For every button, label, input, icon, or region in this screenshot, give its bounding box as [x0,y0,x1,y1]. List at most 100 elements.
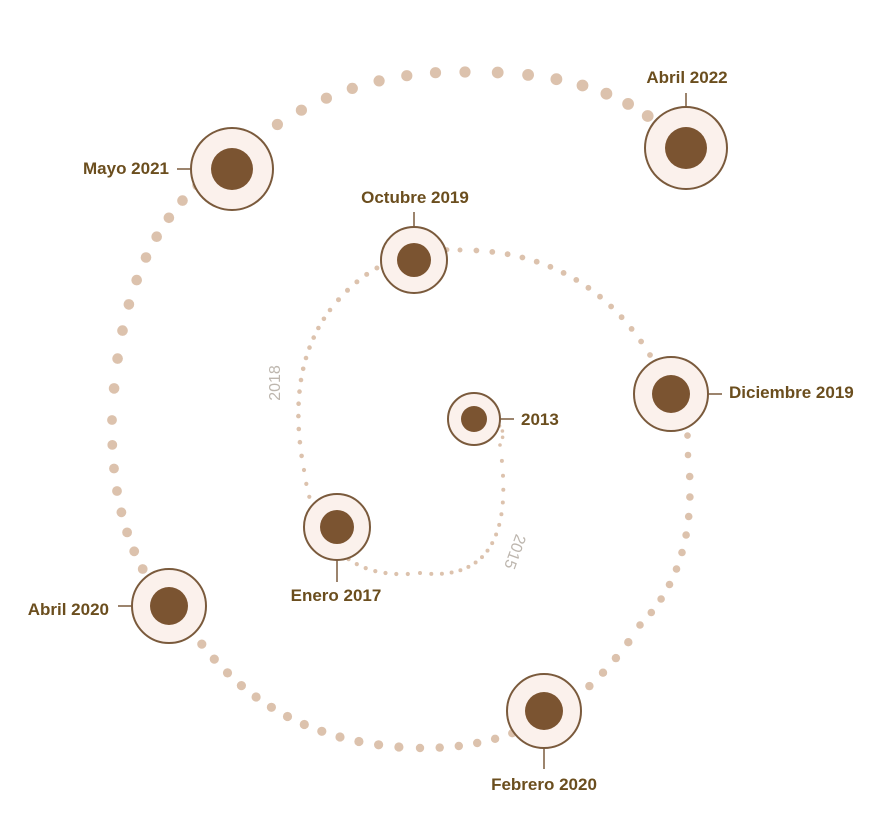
spiral-dot [296,426,302,432]
spiral-dot [497,522,502,527]
spiral-dot [489,249,496,255]
spiral-dot [628,326,635,332]
spiral-dot [501,487,506,492]
spiral-dot [573,277,580,283]
spiral-dot [684,512,693,521]
spiral-dot [608,303,614,310]
event-label: Diciembre 2019 [729,383,854,402]
spiral-dot [597,293,603,300]
spiral-dot [107,440,118,450]
spiral-dot [163,212,175,224]
spiral-dot [636,621,644,629]
spiral-dot [236,681,246,691]
event-enero-2017: Enero 2017 [291,493,382,605]
spiral-dot [500,435,505,440]
spiral-dot [473,247,480,254]
spiral-dot [282,711,293,722]
spiral-dot [298,377,304,383]
spiral-dot [137,564,148,574]
spiral-dot [429,571,434,576]
spiral-dot [647,608,656,617]
spiral-dot [107,415,117,425]
spiral-dot [459,66,471,78]
spiral-dot [177,195,188,206]
spiral-dot [346,82,358,94]
spiral-dot [622,98,634,110]
spiral-dot [682,531,690,539]
spiral-dot [576,79,589,92]
spiral-dot [494,532,499,537]
event-core [461,406,487,432]
event-label: 2013 [521,410,559,429]
spiral-dot [108,383,120,394]
spiral-dot [501,473,505,478]
spiral-dot [116,507,127,518]
spiral-dot [473,738,482,748]
spiral-dot [647,352,653,358]
event-mayo-2021: Mayo 2021 [83,127,274,211]
spiral-dot [299,453,304,459]
spiral-dot [297,389,302,394]
spiral-dot [401,70,413,82]
event-core [211,148,253,190]
spiral-dot [585,284,592,291]
spiral-dot [684,451,692,459]
spiral-dot [449,570,454,575]
event-abril-2022: Abril 2022 [644,68,728,190]
spiral-dot [363,566,368,571]
spiral-dot [672,565,681,573]
spiral-dot [109,463,119,474]
event-abril-2020: Abril 2020 [28,568,207,644]
spiral-dot [222,668,233,678]
spiral-dot [522,69,534,81]
spiral-dot [686,493,694,501]
event-core [150,587,188,625]
spiral-dot [129,546,140,557]
spiral-dot [140,252,152,263]
spiral-dot [641,110,654,122]
spiral-dot [336,297,341,303]
spiral-dot [678,548,686,557]
spiral-dot [480,555,484,560]
year-label-2015: 2015 [500,532,528,571]
spiral-dot [519,254,526,261]
spiral-dot [295,104,307,116]
spiral-dot [560,270,567,276]
spiral-dot [321,316,327,322]
event-label: Abril 2020 [28,600,109,619]
spiral-dot [374,740,384,750]
spiral-dot [373,75,385,87]
spiral-dot [504,251,511,258]
spiral-dot [490,541,495,546]
spiral-dot [624,638,633,647]
event-core [320,510,354,544]
spiral-dot [466,564,471,569]
spiral-dot [327,307,333,313]
event-core [397,243,431,277]
spiral-dot [418,571,422,575]
spiral-dot [533,258,540,265]
spiral-dot [491,66,504,79]
spiral-dot [296,413,301,419]
spiral-dot [131,274,142,286]
spiral-dot [354,562,359,567]
spiral-dot [316,325,321,331]
event-label: Enero 2017 [291,586,382,605]
spiral-dot [307,345,312,350]
event-label: Octubre 2019 [361,188,469,207]
spiral-dot [490,734,500,743]
event-febrero-2020: Febrero 2020 [491,673,597,794]
spiral-dot [435,743,444,752]
spiral-dot [354,736,364,747]
event-2013: 2013 [447,392,559,446]
spiral-dot [299,719,309,730]
spiral-dot [405,571,410,577]
spiral-dot [547,263,554,270]
spiral-dot [354,279,360,285]
event-core [525,692,563,730]
spiral-dot [685,472,694,481]
spiral-dot [485,548,490,553]
spiral-dot [297,439,303,445]
spiral-dot [345,287,350,293]
spiral-dot [499,458,504,463]
